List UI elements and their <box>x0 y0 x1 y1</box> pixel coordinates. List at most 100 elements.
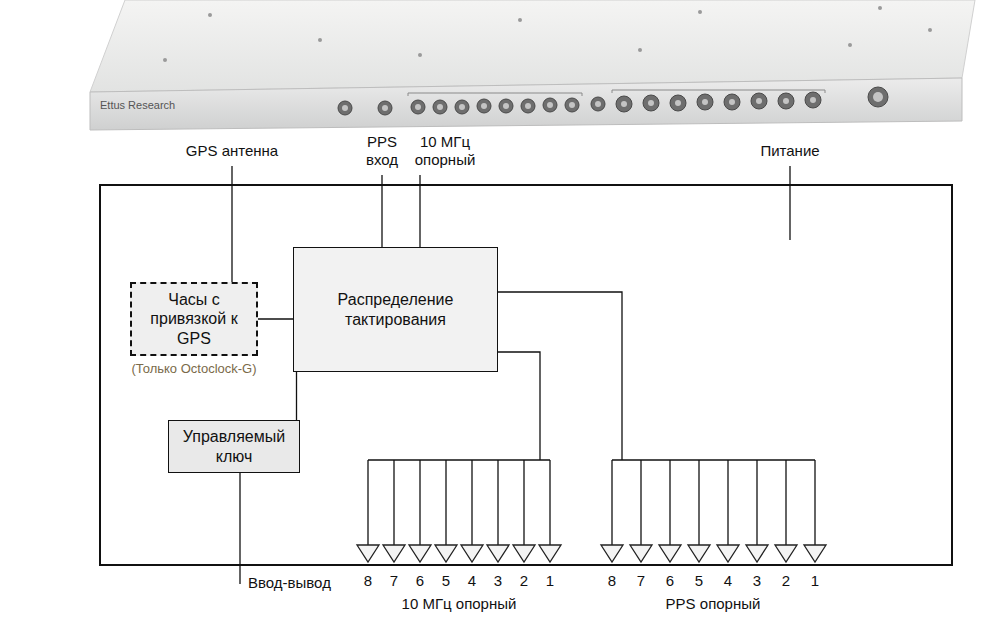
label-text: 1 <box>546 572 554 589</box>
buffer-input <box>549 460 550 545</box>
label-text: 2 <box>520 572 528 589</box>
screws <box>163 6 932 62</box>
label-text: 10 МГц опорный <box>402 595 517 612</box>
output-number: 4 <box>717 572 739 590</box>
label-text: 5 <box>442 572 450 589</box>
output-number: 4 <box>461 572 483 590</box>
output-number: 3 <box>746 572 768 590</box>
buffer-symbols <box>357 460 826 562</box>
buffer-triangle <box>630 545 652 562</box>
label-text: 5 <box>695 572 703 589</box>
buffer-input <box>756 460 757 545</box>
label-text: PPS опорный <box>666 595 761 612</box>
label-text: 2 <box>782 572 790 589</box>
buffer-triangle <box>487 545 509 562</box>
label-text: 4 <box>468 572 476 589</box>
buffer-input <box>367 460 368 545</box>
buffer-triangle <box>539 545 561 562</box>
buffer-triangle <box>746 545 768 562</box>
buffer-input <box>419 460 420 545</box>
gps-clock-box: Часы с привязкой к GPS <box>130 282 258 356</box>
buffer-input <box>727 460 728 545</box>
signal-wires <box>232 166 815 584</box>
group-label: PPS опорный <box>638 595 788 613</box>
buffer-input <box>523 460 524 545</box>
buffer-input <box>698 460 699 545</box>
label-text: 8 <box>608 572 616 589</box>
device-front <box>90 78 962 130</box>
label-text: 6 <box>666 572 674 589</box>
output-number: 8 <box>357 572 379 590</box>
buffer-input <box>814 460 815 545</box>
connector-line <box>296 372 297 420</box>
label-text: 4 <box>724 572 732 589</box>
box-label: Часы с привязкой к GPS <box>138 290 250 348</box>
output-number: 7 <box>630 572 652 590</box>
label-text: GPS антенна <box>186 142 278 159</box>
buffer-input <box>497 460 498 545</box>
group-label: 10 МГц опорный <box>374 595 544 613</box>
box-text-wrap: Часы с привязкой к GPS <box>138 290 250 348</box>
label-text: Ettus Research <box>100 99 175 111</box>
label-text: 7 <box>390 572 398 589</box>
label-text: 8 <box>364 572 372 589</box>
buffer-triangle <box>804 545 826 562</box>
clock-distribution-box: Распределение тактирования <box>293 247 498 372</box>
box-label: Управляемый ключ <box>175 427 293 465</box>
label-text: (Только Octoclock-G) <box>131 361 256 376</box>
buffer-triangle <box>775 545 797 562</box>
box-label: Распределение тактирования <box>320 290 471 328</box>
label-text: 10 МГц опорный <box>415 133 476 168</box>
buffer-triangle <box>435 545 457 562</box>
buffer-triangle <box>688 545 710 562</box>
output-number: 5 <box>435 572 457 590</box>
device-enclosure <box>100 185 952 565</box>
buffer-input <box>611 460 612 545</box>
port-label: PPS вход <box>357 133 407 169</box>
buffer-input <box>669 460 670 545</box>
buffer-triangle <box>383 545 405 562</box>
buffer-input <box>640 460 641 545</box>
label-text: Ввод-вывод <box>248 574 331 591</box>
output-number: 1 <box>539 572 561 590</box>
label-text: 7 <box>637 572 645 589</box>
output-number: 1 <box>804 572 826 590</box>
port-label: Ввод-вывод <box>248 574 358 592</box>
output-number: 2 <box>775 572 797 590</box>
buffer-input <box>785 460 786 545</box>
port-label: 10 МГц опорный <box>410 133 480 169</box>
port-label: GPS антенна <box>177 142 287 160</box>
label-text: 3 <box>494 572 502 589</box>
output-number: 7 <box>383 572 405 590</box>
buffer-triangle <box>513 545 535 562</box>
output-number: 6 <box>409 572 431 590</box>
label-text: Питание <box>760 142 819 159</box>
device-top <box>90 0 975 92</box>
buffer-triangle <box>461 545 483 562</box>
connector-line <box>258 318 293 319</box>
output-number: 5 <box>688 572 710 590</box>
buffer-triangle <box>717 545 739 562</box>
model-note: (Только Octoclock-G) <box>109 361 279 377</box>
output-number: 6 <box>659 572 681 590</box>
buffer-triangle <box>601 545 623 562</box>
buffer-triangle <box>357 545 379 562</box>
box-text-wrap: Распределение тактирования <box>320 290 471 328</box>
buffer-input <box>471 460 472 545</box>
buffer-triangle <box>409 545 431 562</box>
output-number: 3 <box>487 572 509 590</box>
box-text-wrap: Управляемый ключ <box>175 427 293 465</box>
output-number: 2 <box>513 572 535 590</box>
output-number: 8 <box>601 572 623 590</box>
bnc-connectors <box>338 87 888 115</box>
buffer-triangle <box>659 545 681 562</box>
label-text: PPS вход <box>366 133 398 168</box>
label-text: 6 <box>416 572 424 589</box>
buffer-input <box>393 460 394 545</box>
label-text: 1 <box>811 572 819 589</box>
switch-box: Управляемый ключ <box>168 420 300 473</box>
label-text: 3 <box>753 572 761 589</box>
port-label: Питание <box>740 142 840 160</box>
buffer-input <box>445 460 446 545</box>
brand-text: Ettus Research <box>100 99 220 112</box>
